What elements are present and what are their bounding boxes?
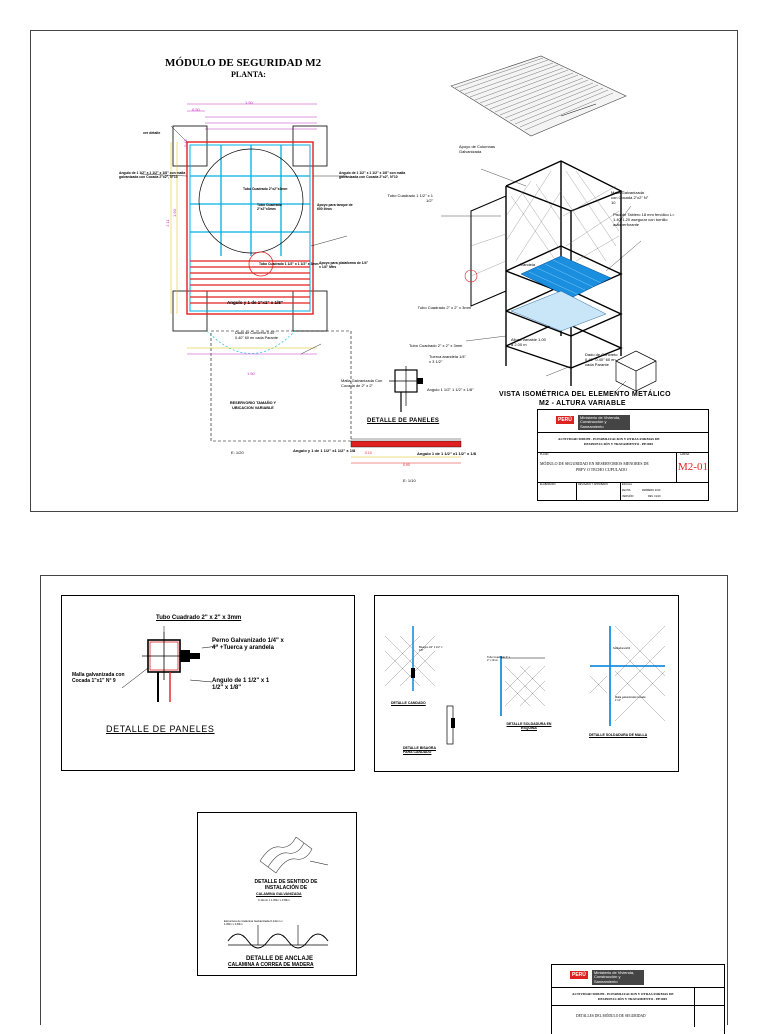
weld-label-malla: DETALLE SOLDADURA DE MALLA xyxy=(589,733,648,737)
ministry-badge-2: Ministerio de Vivienda, Construcción y S… xyxy=(592,970,644,986)
panel-detail-strip xyxy=(350,438,462,464)
calamina-sentido-title: DETALLE DE SENTIDO DE INSTALACIÓN DE xyxy=(254,879,318,891)
iso-title: VISTA ISOMÉTRICA DEL ELEMENTO METÁLICO xyxy=(499,391,671,398)
panel-detail-title: DETALLE DE PANELES xyxy=(367,418,440,424)
peru-flag-badge-2: PERÚ xyxy=(570,971,588,979)
weld-details-drawing xyxy=(384,625,666,745)
weld-label-esquina: DETALLE SOLDADURA EN ESQUINA xyxy=(506,722,552,731)
label-dado-concreto: Dado de Concreto 0.40" 0.40" 60 en cada … xyxy=(235,331,278,340)
weld-small-2: Tubo Cuadrado 2" x 2" x 3mm xyxy=(487,656,511,663)
bolt-label-tuerca: Tuerca arandela 1/4" x 3 1/2" xyxy=(429,354,467,364)
frame-calamina-details: DETALLE DE SENTIDO DE INSTALACIÓN DE CAL… xyxy=(197,812,357,976)
label-tubo-cuadrado: Tubo Cuadrado 2"x2"x3mm xyxy=(243,187,288,191)
fecha-label: FECHA: xyxy=(622,489,632,492)
weld-small-1: Bisagra 1/4" 1 1/2" x 1/8" xyxy=(419,646,443,653)
plan-description-1: MÓDULO DE SEGURIDAD EN RESERVORIOS MENOR… xyxy=(540,461,649,466)
activity2-line-1: ACTIVIDAD 5005299 - POTABILIZACION Y OTR… xyxy=(572,992,674,996)
panel2-label-tubo: Tubo Cuadrado 2" x 2" x 3mm xyxy=(156,615,242,621)
panel2-title: DETALLE DE PANELES xyxy=(106,724,215,734)
weld-small-3: Soldadura E60 xyxy=(613,647,631,650)
calamina-anclaje-sub: CALAMINA A CORREA DE MADERA xyxy=(228,962,314,968)
drawing-sheet-2: Tubo Cuadrado 2" x 2" x 3mm Perno Galvan… xyxy=(40,575,728,1034)
label-apoyo-plataforma: Apoyo para plataforma de 1/4" x 1/4" Mtr… xyxy=(319,261,369,270)
frame-panel-detail: Tubo Cuadrado 2" x 2" x 3mm Perno Galvan… xyxy=(61,595,355,771)
calamina-sentido-small: 0.14mm x 1.80m x 0.83m xyxy=(258,898,290,902)
panel2-label-perno: Perno Galvanizado 1/4" x 4" +Tuerca y ar… xyxy=(212,638,284,652)
weld-label-candado: DETALLE CANDADO xyxy=(391,701,426,705)
iso-label-apoyo-columnas: Apoyo de Columnas Galvanizada xyxy=(459,144,496,154)
iso-label-tubo-left: Tubo Cuadrado 1 1/2" x 1 1/2" xyxy=(387,193,433,203)
panel-dim-1: 0.10 xyxy=(365,451,372,455)
plan-title: MÓDULO DE SEGURIDAD M2 xyxy=(165,57,322,69)
frame-weld-details: Bisagra 1/4" 1 1/2" x 1/8" Tubo Cuadrado… xyxy=(374,595,679,772)
calamina-drawing xyxy=(227,836,329,949)
dim-left-2: 1.90 xyxy=(171,209,177,217)
panel-dim-2: 0.90 xyxy=(403,463,410,467)
activity-line-2: DESINFECCIÓN Y TRATAMIENTO - PP1005 xyxy=(584,442,654,446)
panel-detail-large xyxy=(121,626,219,702)
label-apoyo-tanque: Apoyo para tanque de 600 litros xyxy=(317,203,353,212)
plan-drawing xyxy=(140,103,352,442)
panel-label-angulo-left: Angulo y 1 de 1 1/2" x1 1/2" x 1/8 xyxy=(293,448,356,453)
iso-label-dado: Dado de Concreto 0.40" 0.40" 60 en cada … xyxy=(585,352,618,367)
label-tubo-cuadrado-3: Tubo Cuadrado 1 1/2" x 1 1/2" x 3mm xyxy=(259,262,319,266)
isometric-drawing xyxy=(441,55,657,392)
calamina-sentido-sub: CALAMINA GALVANIZADA xyxy=(256,892,302,896)
label-angulo-right: Angulo de 1 1/2" x 1 1/2" x 1/8" con mal… xyxy=(339,171,406,180)
calamina-anclaje-title: DETALLE DE ANCLAJE xyxy=(246,956,314,962)
drawing-sheet-1: MÓDULO DE SEGURIDAD M2 PLANTA: xyxy=(30,30,738,512)
iso-label-altura-variable: Altura Variable 1.00 a 2.00 m xyxy=(511,337,546,347)
plano-label: PLANO xyxy=(540,453,549,456)
fecha-value: FEBRERO 2019 xyxy=(642,489,661,492)
bolt-label-angulo: Angulo 1 1/2" 1 1/2" x 1/8" xyxy=(427,387,474,392)
elaborado-label: ELABORADO xyxy=(540,483,556,486)
plan-description-2: PRFV O TECHO CUPULADO xyxy=(576,467,627,472)
panel-scale: E: 1/10 xyxy=(403,478,416,483)
sheet-code: M2-01 xyxy=(678,461,708,473)
panel2-label-malla: Malla galvanizada con Cocada 1"x1" N° 9 xyxy=(72,672,125,684)
title-block-sheet-1: PERÚ Ministerio de Vivienda, Construcció… xyxy=(537,409,709,501)
iso-label-piso-tablero: Piso de Tablero 18 mm fenólico L= 1.40*1… xyxy=(613,212,675,227)
panel2-label-angulo: Angulo de 1 1/2" x 1 1/2" x 1/8" xyxy=(212,678,270,692)
plan-scale: E: 1/20 xyxy=(231,450,244,455)
bolt-label-tubo: Tubo Cuadrado 2" x 2" x 3mm xyxy=(409,343,463,348)
dim-top-2: 0.50 xyxy=(192,107,200,112)
dim-small: 0.45 xyxy=(182,139,188,147)
ministry-badge: Ministerio de Vivienda, Construcción y S… xyxy=(578,415,630,431)
dim-top: 1.50 xyxy=(245,100,253,105)
version-value: REV. 01/19 xyxy=(648,495,661,498)
sheet2-description: DETALLES DEL MÓDULO DE SEGURIDAD xyxy=(576,1014,646,1018)
version-label: VERSIÓN: xyxy=(622,495,634,498)
revisado-label: REVISADO Y APROBADO xyxy=(578,483,608,486)
panel-label-angulo-right: Angulo 1 de 1 1/2" x1 1/2" x 1/8 xyxy=(417,451,476,456)
dim-left: 2.11 xyxy=(164,219,170,227)
weld-small-4: Malla galvanizada Cocada 1"x1" xyxy=(615,696,646,703)
bolt-label-malla: Malla Galvanizada Con Cocada de 2" x 2" xyxy=(341,378,383,388)
weld-label-bisagra: DETALLE BISAGRA PARA CANDADO xyxy=(403,746,436,755)
iso-subtitle: M2 - ALTURA VARIABLE xyxy=(539,400,626,407)
label-tubo-cuadrado-2: Tubo Cuadrado 2"x2"x3mm xyxy=(257,203,282,212)
activity-line-1: ACTIVIDAD 5005299 - POTABILIZACION Y OTR… xyxy=(558,437,660,441)
plan-subtitle: PLANTA: xyxy=(231,70,266,79)
lamina-label: LÁMINA xyxy=(680,453,690,456)
label-ver-detalle: ver detalle xyxy=(143,131,161,135)
escala-label: ESCALA xyxy=(622,483,632,486)
peru-flag-badge: PERÚ xyxy=(556,416,574,424)
title-block-sheet-2: PERÚ Ministerio de Vivienda, Construcció… xyxy=(551,964,725,1034)
iso-label-tubo-bottom: Tubo Cuadrado 2" x 2" x 3mm xyxy=(417,305,471,310)
label-angulo-left: Angulo de 1 1/2" x 1 1/2" x 1/8" con mal… xyxy=(119,171,186,180)
label-angulo-bottom: Angulo y 1 de 1"x1" x 1/8" xyxy=(227,300,283,305)
label-dim-bottom: 1.50 xyxy=(247,371,255,376)
label-reservorio: RESERVORIO TAMAÑO Y UBICACION VARIABLE xyxy=(229,401,277,410)
calamina-anclaje-small: Estructura de Calamina Galvanizada 0.14m… xyxy=(224,919,283,927)
iso-label-malla-galv: Malla Galvanizada con Cocada 2"x2" N° 10 xyxy=(611,190,649,205)
bolt-detail-drawing xyxy=(389,366,423,412)
activity2-line-2: DESINFECCIÓN Y TRATAMIENTO - PP1005 xyxy=(598,997,668,1001)
iso-label-arandela: Arandela xyxy=(519,262,536,267)
